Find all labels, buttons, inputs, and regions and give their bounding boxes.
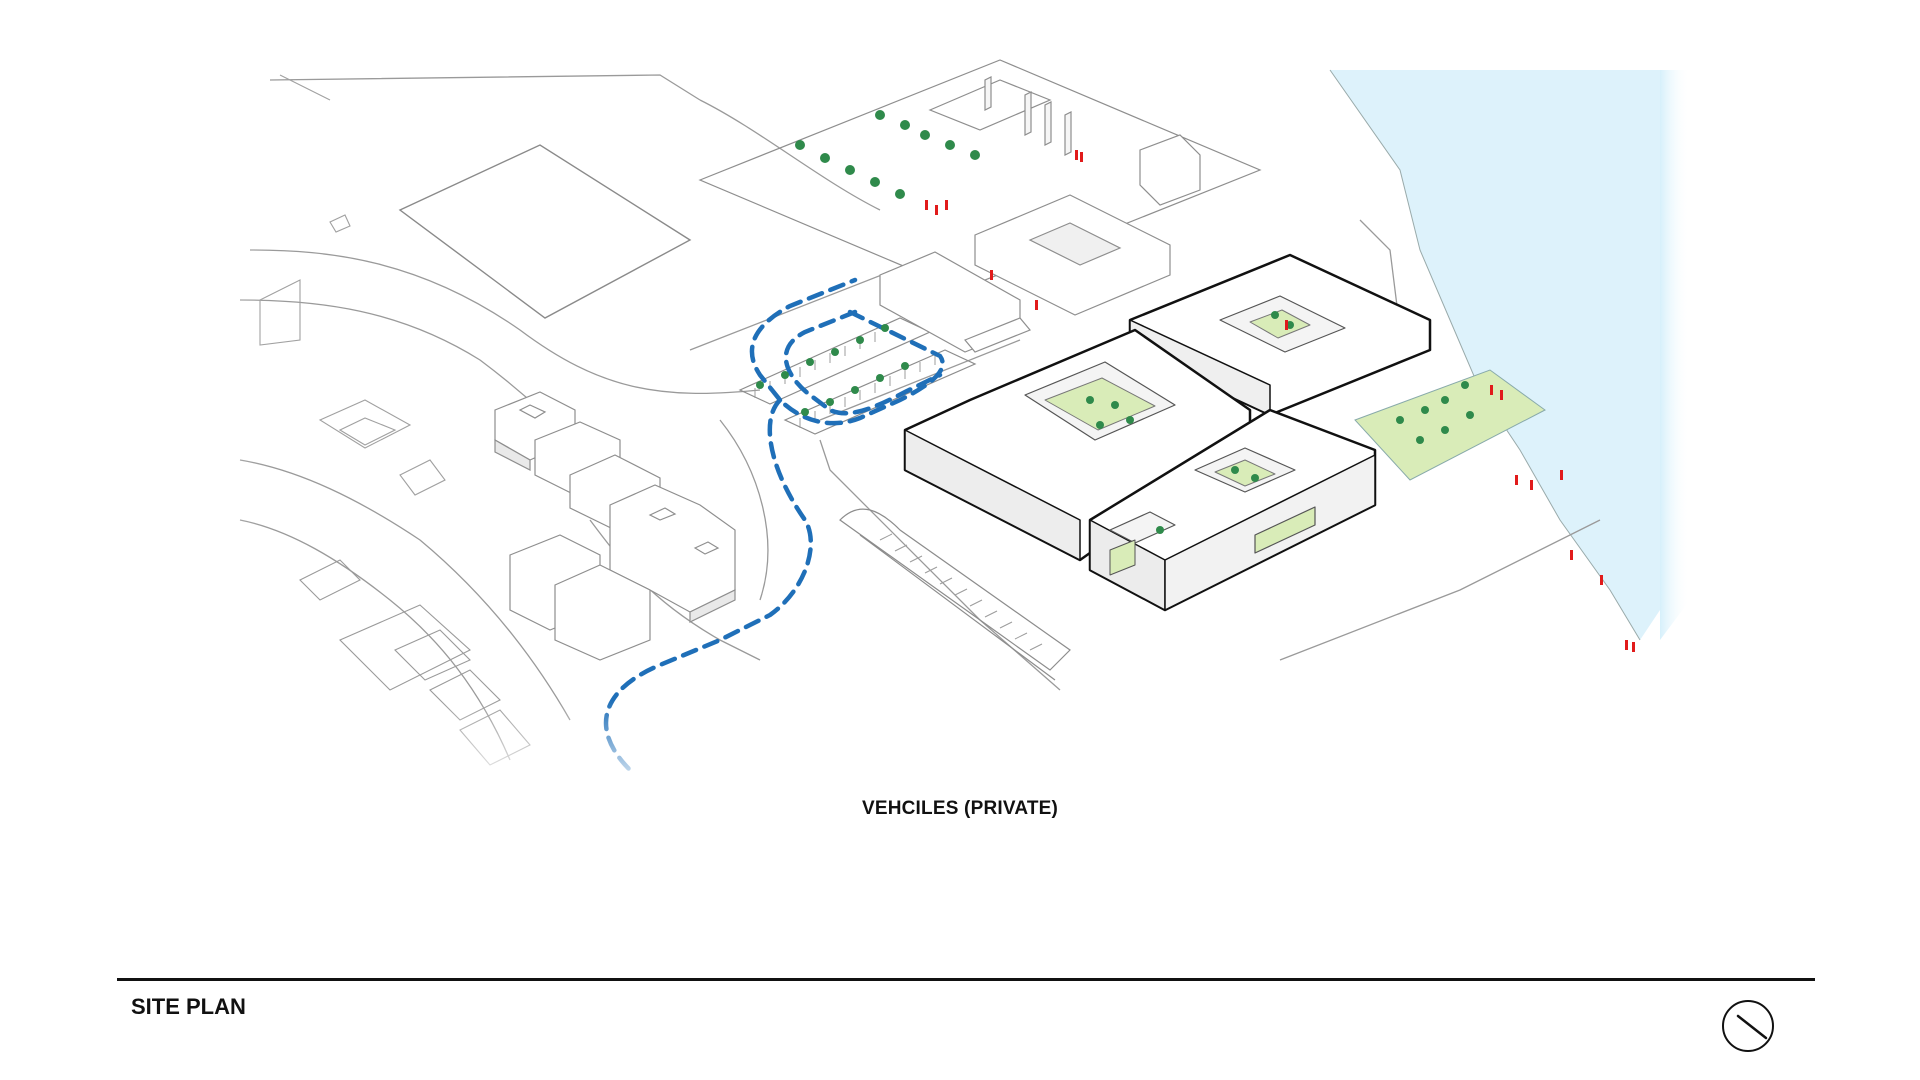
edge-fade-left bbox=[0, 0, 270, 800]
upper-campus bbox=[698, 59, 1262, 353]
parking-areas bbox=[738, 317, 1071, 681]
north-arrow-icon bbox=[1722, 1000, 1774, 1052]
residential-blocks bbox=[494, 391, 736, 661]
site-plan-drawing bbox=[0, 0, 1920, 800]
parking-stalls bbox=[754, 332, 1043, 651]
sheet-title: SITE PLAN bbox=[131, 994, 246, 1019]
edge-fade-bottom bbox=[0, 700, 1920, 800]
private-vehicle-route-loop bbox=[783, 309, 943, 416]
diagram-caption: VEHCILES (PRIVATE) bbox=[861, 798, 1059, 819]
building-c bbox=[1088, 408, 1377, 612]
proposed-buildings bbox=[903, 253, 1432, 612]
sports-field bbox=[398, 144, 692, 319]
title-rule bbox=[117, 978, 1815, 981]
person-icon bbox=[925, 150, 1635, 652]
people bbox=[925, 150, 1635, 652]
building-a bbox=[1128, 253, 1432, 417]
water-body bbox=[1329, 69, 1690, 641]
misc-plots bbox=[259, 74, 446, 496]
lawn-area bbox=[1354, 369, 1546, 481]
